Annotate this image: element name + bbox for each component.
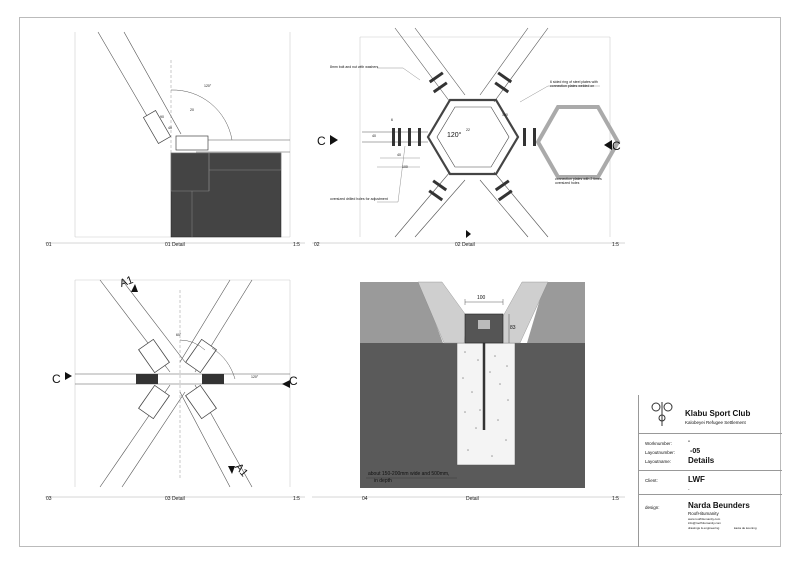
detail-01-scale: 1:5 bbox=[293, 242, 300, 248]
section-marker-c-arrow bbox=[330, 135, 338, 145]
title-block-divider bbox=[639, 433, 782, 434]
detail-02-note-holes: oversized drilled holes for adjustment bbox=[330, 197, 388, 201]
studio-logo-icon bbox=[651, 402, 673, 426]
layoutnumber-label: Layoutnumber: bbox=[645, 450, 676, 455]
detail-04-dim-100: 100 bbox=[477, 295, 486, 301]
detail-02-section-c-right: C bbox=[612, 139, 621, 153]
detail-01-dim-20: 20 bbox=[190, 108, 194, 112]
designer-name: Narda Beunders bbox=[688, 501, 750, 510]
detail-04-number: 04 bbox=[362, 496, 368, 502]
project-title: Klabu Sport Club bbox=[685, 409, 751, 418]
detail-02-note-bolt: 8mm bolt and nut with washers bbox=[330, 65, 379, 69]
designer-footer-right: kavia de kooning bbox=[734, 526, 757, 530]
detail-02-center-dim: 22 bbox=[466, 128, 470, 132]
detail-03-number: 03 bbox=[46, 496, 52, 502]
concrete-hatch bbox=[462, 351, 509, 457]
detail-01-number: 01 bbox=[46, 242, 52, 248]
detail-02-dim-6: 6 bbox=[391, 118, 393, 122]
detail-02-dim-100b: 100 bbox=[502, 113, 508, 117]
detail-01-dim-90: 90 bbox=[160, 115, 164, 119]
detail-01-dim-40: 40 bbox=[168, 126, 172, 130]
detail-03-section-c-left: C bbox=[52, 372, 61, 386]
detail-03-name: 03 Detail bbox=[165, 496, 185, 502]
detail-04-scale: 1:5 bbox=[612, 496, 619, 502]
detail-01-name: 01 Detail bbox=[165, 242, 185, 248]
detail-03-angle-120: 120° bbox=[251, 375, 259, 379]
client-value: LWF bbox=[688, 475, 705, 484]
detail-02-note-connection: connection plates with 2 times oversized… bbox=[555, 177, 602, 185]
client-subvalue: - bbox=[688, 487, 690, 492]
detail-02-dim-100: 100 bbox=[402, 165, 408, 169]
detail-03-angle-60: 60° bbox=[176, 333, 182, 337]
project-subtitle: Kalobeyei Refugee Settlement bbox=[685, 420, 746, 425]
detail-02-dim-40b: 40 bbox=[372, 134, 376, 138]
detail-03-drawing bbox=[65, 279, 290, 488]
detail-02-dim-40: 40 bbox=[397, 153, 401, 157]
detail-04-name: Detail bbox=[466, 496, 479, 502]
designer-footer-left: drawings & engineering bbox=[688, 526, 720, 530]
designer-website: www.roofhitumanity.com bbox=[688, 517, 721, 521]
title-block-divider bbox=[639, 470, 782, 471]
detail-02-center-angle: 120° bbox=[447, 132, 462, 139]
worknumber-value: - bbox=[688, 439, 690, 445]
detail-04-note-1: about 150-200mm wide and 500mm, bbox=[368, 471, 450, 477]
detail-03-section-c-right: C bbox=[289, 374, 298, 388]
detail-02-scale: 1:5 bbox=[612, 242, 619, 248]
worknumber-label: Worknumber: bbox=[645, 441, 672, 446]
detail-02-section-c-left: C bbox=[317, 134, 326, 148]
designer-company: RoofHitumanity bbox=[688, 511, 719, 516]
detail-01-angle: 120° bbox=[204, 84, 212, 88]
detail-02-number: 02 bbox=[314, 242, 320, 248]
detail-04-drawing bbox=[360, 281, 585, 488]
layoutnumber-value: -05 bbox=[690, 448, 701, 455]
client-label: Client: bbox=[645, 478, 658, 483]
title-block-divider bbox=[639, 494, 782, 495]
layoutname-value: Details bbox=[688, 456, 715, 465]
detail-04-dim-83: 83 bbox=[510, 325, 516, 331]
detail-02-note-ring: 6 sided ring of steel plates with connec… bbox=[550, 80, 598, 88]
layoutname-label: Layoutname: bbox=[645, 459, 672, 464]
detail-02-drawing bbox=[330, 27, 621, 238]
title-block: Klabu Sport Club Kalobeyei Refugee Settl… bbox=[638, 395, 782, 547]
design-label: design: bbox=[645, 505, 660, 510]
detail-04-note-2: in depth bbox=[374, 478, 392, 484]
detail-01-drawing bbox=[97, 31, 290, 238]
detail-02-name: 02 Detail bbox=[455, 242, 475, 248]
detail-03-scale: 1:5 bbox=[293, 496, 300, 502]
drawing-sheet-border bbox=[19, 17, 781, 547]
designer-email: info@roofhitumanity.com bbox=[688, 521, 722, 525]
